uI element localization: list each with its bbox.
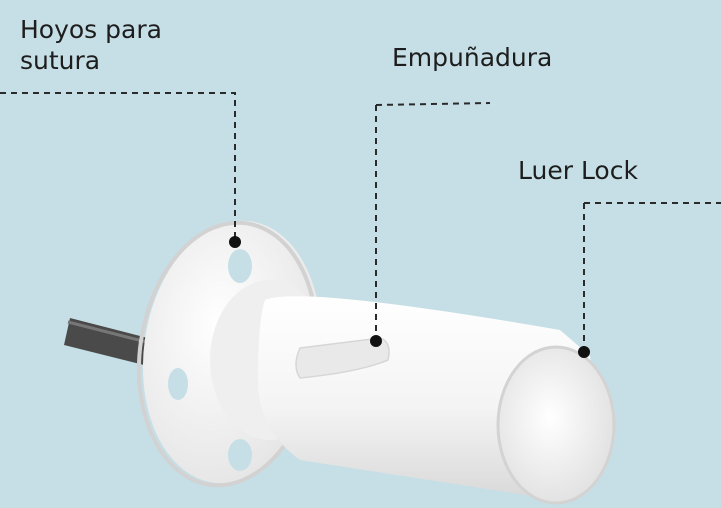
grip-ridge bbox=[295, 337, 390, 379]
label-grip: Empuñadura bbox=[392, 43, 553, 72]
dot-grip bbox=[370, 335, 382, 347]
luer-cap-rim bbox=[496, 345, 616, 505]
leader-lines bbox=[0, 92, 721, 352]
label-suture-holes-line2: sutura bbox=[20, 46, 101, 75]
suture-hole-bottom bbox=[228, 439, 252, 471]
leader-suture bbox=[0, 92, 236, 240]
label-suture-holes-line1: Hoyos para bbox=[20, 15, 162, 44]
label-luer-lock: Luer Lock bbox=[518, 156, 638, 185]
luer-cap bbox=[498, 347, 614, 503]
dot-luer bbox=[578, 346, 590, 358]
dot-suture bbox=[229, 236, 241, 248]
label-suture-holes: Hoyos para sutura bbox=[20, 14, 162, 76]
suture-hole-top bbox=[228, 249, 252, 283]
leader-grip bbox=[375, 102, 491, 106]
suture-hole-left bbox=[168, 368, 188, 400]
